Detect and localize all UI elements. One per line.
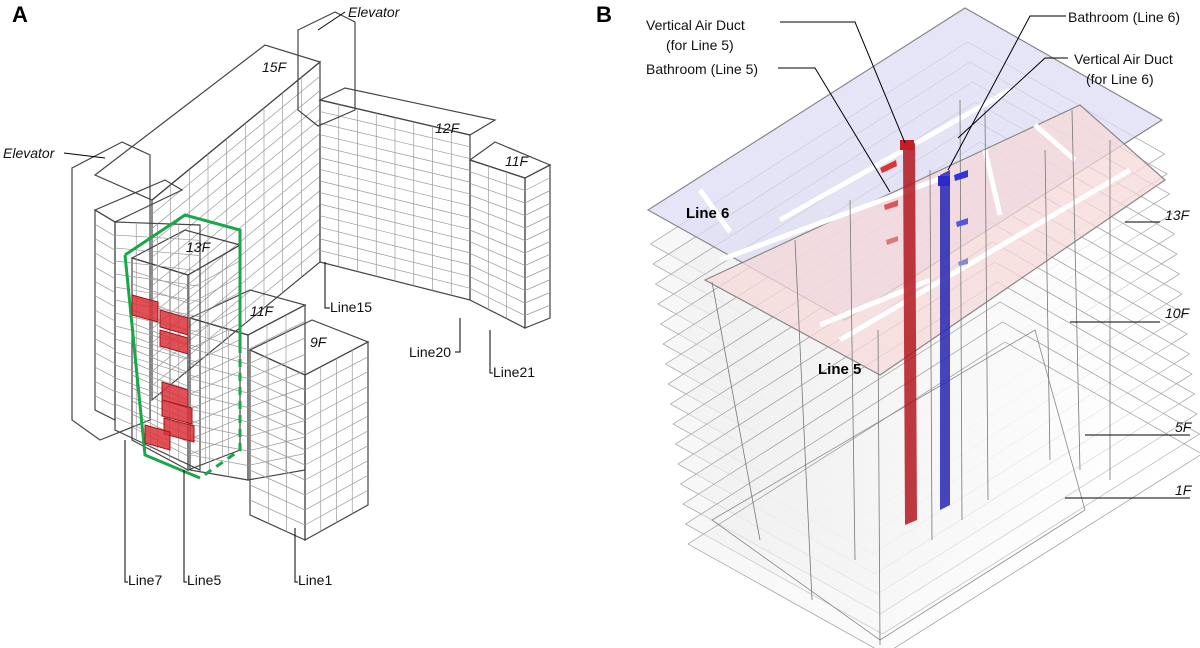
label-line5: Line 5: [818, 361, 861, 378]
callout-bath5: Bathroom (Line 5): [646, 61, 758, 77]
column-line: [1071, 109, 1081, 471]
duct-line6: [940, 170, 950, 510]
callout-bath6: Bathroom (Line 6): [1068, 9, 1180, 25]
label-b-13f: 13F: [1165, 207, 1191, 223]
column-line: [849, 199, 856, 561]
label-15f: 15F: [262, 59, 288, 75]
ground-plate: [711, 329, 1086, 641]
red-unit: [161, 399, 193, 425]
label-elevator-left: Elevator: [3, 145, 56, 161]
label-12f: 12F: [435, 120, 461, 136]
column-line: [959, 99, 963, 521]
label-elevator-top: Elevator: [348, 4, 401, 20]
red-unit: [159, 309, 189, 336]
label-line6: Line 6: [686, 205, 729, 222]
right-wing-grid: [319, 104, 551, 319]
callout-duct6-l2: (for Line 6): [1086, 71, 1154, 87]
label-13f: 13F: [186, 239, 212, 255]
red-units: [131, 294, 195, 451]
callout-duct5-l2: (for Line 5): [666, 37, 734, 53]
label-b-1f: 1F: [1175, 482, 1193, 498]
duct-line5: [903, 143, 917, 525]
label-line20: Line20: [409, 344, 451, 360]
panel-a-label: A: [12, 2, 28, 27]
column-line: [1044, 149, 1051, 461]
label-11f-left: 11F: [250, 303, 275, 319]
label-line5: Line5: [187, 572, 221, 588]
airflow-arrows: [880, 160, 968, 266]
callout-duct5-l1: Vertical Air Duct: [646, 17, 745, 33]
column-line: [929, 169, 933, 541]
structure-columns: [711, 99, 1111, 646]
panel-b-label: B: [596, 2, 612, 27]
label-b-5f: 5F: [1175, 419, 1193, 435]
column-line: [877, 329, 881, 646]
panel-b: B: [596, 2, 1200, 648]
green-outline: [123, 213, 242, 480]
right-wing: [318, 87, 552, 329]
red-unit: [144, 424, 171, 451]
column-line: [794, 239, 813, 601]
label-line21: Line21: [493, 364, 535, 380]
block-9f: [248, 319, 370, 542]
column-line: [984, 109, 989, 501]
panel-a: A: [3, 2, 552, 588]
label-line1: Line1: [298, 572, 332, 588]
label-11f-right: 11F: [505, 153, 530, 169]
label-line7: Line7: [128, 572, 162, 588]
callout-duct6-l1: Vertical Air Duct: [1074, 51, 1173, 67]
line5-plate: [703, 104, 1166, 376]
red-unit: [159, 329, 189, 355]
red-unit: [163, 417, 195, 443]
column-line: [711, 281, 761, 541]
label-9f: 9F: [310, 334, 328, 350]
interior-walls: [697, 87, 1132, 343]
label-b-10f: 10F: [1165, 305, 1191, 321]
label-line15: Line15: [330, 299, 372, 315]
duct-line6-top: [938, 176, 950, 186]
red-unit: [131, 294, 159, 323]
elevator-left-shaft: [71, 141, 151, 441]
duct-line5-top: [900, 140, 914, 150]
elevator-top-shaft: [297, 11, 356, 127]
block-11f: [188, 289, 307, 481]
